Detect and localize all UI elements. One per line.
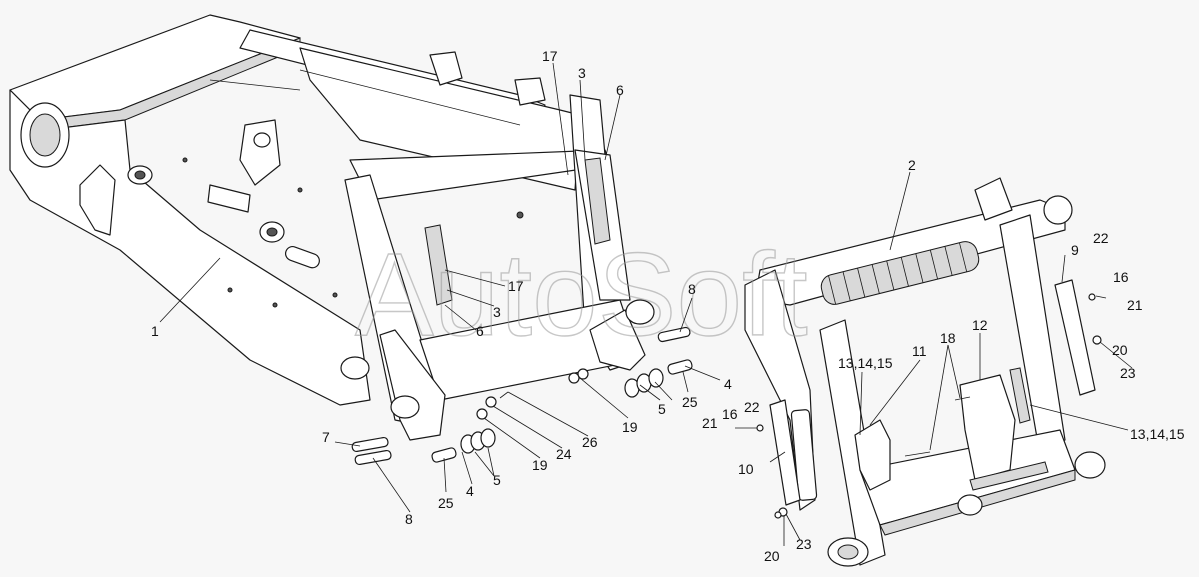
callout-19-right: 19 [622, 419, 638, 435]
callout-22-left: 22 [744, 399, 760, 415]
watermark: AutoSoft [355, 229, 808, 361]
callout-4-right: 4 [724, 376, 732, 392]
callout-17-mid: 17 [508, 278, 524, 294]
callout-6-mid: 6 [476, 323, 484, 339]
callout-19-left: 19 [532, 457, 548, 473]
leader-lines [159, 62, 1133, 546]
callout-5-right: 5 [658, 401, 666, 417]
callout-20-bottom: 20 [764, 548, 780, 564]
main-frame [9, 14, 655, 441]
callout-1: 1 [151, 323, 159, 339]
callout-17-top: 17 [542, 48, 558, 64]
callout-8-bottom: 8 [405, 511, 413, 527]
callout-25-left: 25 [438, 495, 454, 511]
callout-11: 11 [912, 343, 927, 359]
callout-13-14-15-right: 13,14,15 [1130, 426, 1185, 442]
callout-24: 24 [556, 446, 572, 462]
callout-9: 9 [1071, 242, 1079, 258]
callout-12: 12 [972, 317, 988, 333]
callout-6-top: 6 [616, 82, 624, 98]
callout-22-right: 22 [1093, 230, 1109, 246]
callout-13-14-15-left: 13,14,15 [838, 355, 893, 371]
callout-3-mid: 3 [493, 304, 501, 320]
callout-8-top: 8 [688, 281, 696, 297]
callout-5-left: 5 [493, 472, 501, 488]
callout-20-right: 20 [1112, 342, 1128, 358]
callout-23-right: 23 [1120, 365, 1136, 381]
callout-18: 18 [940, 330, 956, 346]
callout-7: 7 [322, 429, 330, 445]
callout-25-right: 25 [682, 394, 698, 410]
callout-23-bottom: 23 [796, 536, 812, 552]
callout-16-left: 16 [722, 406, 738, 422]
callout-10: 10 [738, 461, 754, 477]
callout-16-right: 16 [1113, 269, 1129, 285]
callout-2: 2 [908, 157, 916, 173]
sub-frame [744, 177, 1106, 567]
callout-21-left: 21 [702, 415, 718, 431]
callout-26: 26 [582, 434, 598, 450]
loose-parts-left [351, 326, 693, 466]
callouts: 1 2 3 3 4 4 5 5 6 6 7 8 8 9 10 11 12 13,… [151, 48, 1185, 564]
callout-4-left: 4 [466, 483, 474, 499]
callout-21-right: 21 [1127, 297, 1143, 313]
callout-3-top: 3 [578, 65, 586, 81]
